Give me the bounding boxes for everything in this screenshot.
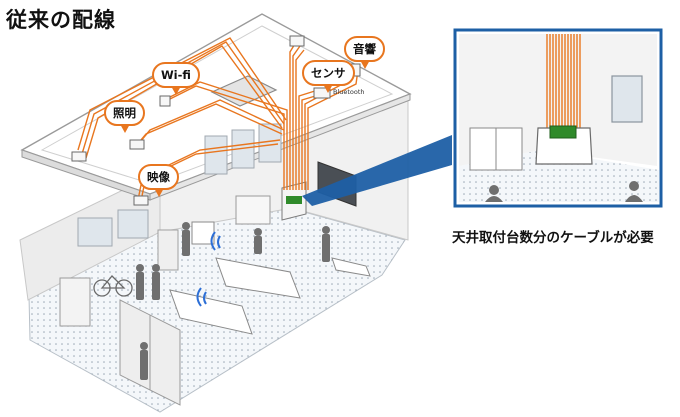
speaker-device xyxy=(289,35,305,47)
person xyxy=(140,342,148,380)
person xyxy=(254,228,262,254)
cable-bundle xyxy=(167,81,288,190)
window xyxy=(258,123,282,163)
meeting-table xyxy=(169,289,253,335)
bluetooth-label: Bluetooth xyxy=(333,88,365,96)
projector-device xyxy=(133,195,149,206)
inset-detail xyxy=(453,28,663,208)
cable-bundle xyxy=(298,89,319,190)
office-furniture xyxy=(169,221,371,335)
cable-bundle xyxy=(307,69,359,190)
bookshelf xyxy=(59,277,91,327)
window xyxy=(77,217,113,247)
inset-cable-bundle xyxy=(546,34,581,128)
cable-bundle xyxy=(292,45,301,190)
wifi-access-point xyxy=(159,95,171,107)
zoom-connector xyxy=(302,135,452,206)
sensor-device xyxy=(313,87,331,99)
light-fixture xyxy=(129,139,145,150)
person xyxy=(152,264,160,300)
wireless-signal-icon xyxy=(210,231,221,251)
side-table xyxy=(331,257,371,277)
wireless-signals xyxy=(196,231,221,307)
locker xyxy=(157,229,179,271)
ceiling-access-panel xyxy=(210,75,278,107)
person xyxy=(322,226,330,262)
people xyxy=(136,222,330,380)
inset-person xyxy=(485,185,503,202)
page-title: 従来の配線 xyxy=(6,8,116,32)
cable-bundle xyxy=(295,49,305,190)
label-wifi: Wi-fi xyxy=(152,62,200,95)
label-video: 映像 xyxy=(138,164,179,197)
inset-hub-board xyxy=(549,125,577,139)
label-audio: 音響 xyxy=(344,36,385,69)
label-sensor: センサ xyxy=(302,60,355,93)
inset-window xyxy=(611,75,643,123)
wireless-signal-icon xyxy=(196,287,207,307)
bicycle xyxy=(93,275,133,297)
cabinet xyxy=(235,195,271,225)
inset-caption: 天井取付台数分のケーブルが必要 xyxy=(452,230,654,246)
window xyxy=(204,135,228,175)
label-lighting: 照明 xyxy=(104,100,145,133)
inset-person xyxy=(625,181,643,202)
person xyxy=(182,222,190,256)
light-fixture xyxy=(71,151,87,162)
hub-board xyxy=(286,196,302,204)
person xyxy=(136,264,144,300)
meeting-table xyxy=(215,257,301,299)
window xyxy=(117,209,149,239)
